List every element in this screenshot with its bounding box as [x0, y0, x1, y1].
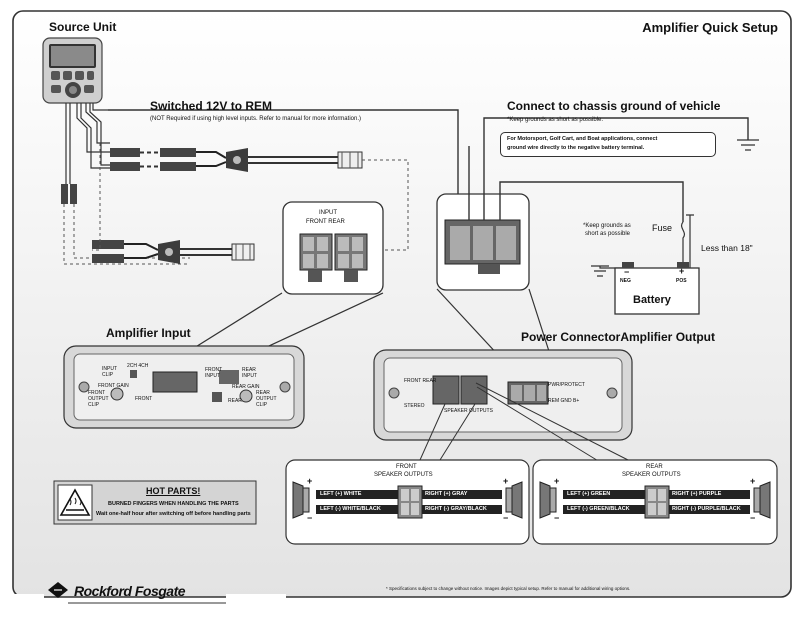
- battery-shape: [614, 267, 700, 315]
- input-callout-title: INPUT: [319, 210, 337, 216]
- battery-ground-note-1: *Keep grounds as: [583, 223, 631, 229]
- speaker-outputs-label: SPEAKER OUTPUTS: [444, 408, 493, 414]
- page-frame: [12, 10, 792, 598]
- rear-right-minus: −: [750, 513, 756, 523]
- front-outputs-panel: [285, 459, 530, 545]
- battery-pos-label: POS: [676, 278, 687, 284]
- hot-parts-line1: BURNED FINGERS WHEN HANDLING THE PARTS: [108, 501, 239, 507]
- fuse-distance-label: Less than 18": [701, 243, 753, 253]
- rear-outputs-title1: REAR: [646, 464, 663, 470]
- battery-ground-symbol: [591, 265, 609, 277]
- rear-right-pos-wire: RIGHT (+) PURPLE: [672, 491, 722, 497]
- input-callout-sub: FRONT REAR: [306, 219, 345, 225]
- rear-gain-label: REAR GAIN: [232, 384, 260, 390]
- rear-input-label: REAR INPUT: [242, 367, 257, 379]
- rear-left-plus: +: [554, 476, 560, 486]
- front-input-label: FRONT INPUT: [205, 367, 223, 379]
- rem-title: Switched 12V to REM: [150, 99, 273, 113]
- rear-lp-label: REAR: [228, 398, 242, 404]
- ground-info-line1: For Motorsport, Golf Cart, and Boat appl…: [507, 136, 658, 142]
- front-right-minus: −: [503, 513, 509, 523]
- front-outputs-title2: SPEAKER OUTPUTS: [374, 472, 433, 478]
- footer-note: * Specifications subject to change witho…: [386, 586, 631, 591]
- rca-cable-lower: [61, 184, 255, 265]
- hot-parts-title: HOT PARTS!: [146, 486, 201, 496]
- brand-wordmark: Rockford Fosgate: [74, 583, 186, 599]
- source-unit-image: [42, 37, 103, 104]
- rear-right-neg-wire: RIGHT (-) PURPLE/BLACK: [672, 506, 741, 512]
- battery-ground-note-2: short as possible: [585, 231, 631, 237]
- battery-plus-sign: +: [679, 266, 685, 276]
- input-callout: [282, 201, 384, 295]
- rem-note: (NOT Required if using high level inputs…: [150, 116, 361, 122]
- rear-left-neg-wire: LEFT (-) GREEN/BLACK: [567, 506, 630, 512]
- ground-info-line2: ground wire directly to the negative bat…: [507, 145, 645, 151]
- front-left-plus: +: [307, 476, 313, 486]
- front-right-plus: +: [503, 476, 509, 486]
- front-gain-label: FRONT GAIN: [98, 383, 129, 389]
- ground-note: *Keep grounds as short as possible.: [507, 117, 604, 123]
- front-left-minus: −: [307, 513, 313, 523]
- front-outputs-title1: FRONT: [396, 464, 417, 470]
- rear-left-pos-wire: LEFT (+) GREEN: [567, 491, 611, 497]
- page-title: Amplifier Quick Setup: [642, 20, 778, 35]
- rear-left-minus: −: [554, 513, 560, 523]
- rear-outputs-panel: [532, 459, 778, 545]
- rear-output-clip-label: REAR OUTPUT CLIP: [256, 390, 277, 408]
- amplifier-output-image: [373, 349, 633, 441]
- front-output-clip-label: FRONT OUTPUT CLIP: [88, 390, 109, 408]
- front-right-neg-wire: RIGHT (-) GRAY/BLACK: [425, 506, 487, 512]
- ground-symbol: [737, 139, 759, 151]
- fuse-label: Fuse: [652, 223, 673, 233]
- rca-cable-upper: [110, 148, 409, 251]
- brand-logo-mark: [48, 582, 68, 598]
- hot-parts-line2: Wait one-half hour after switching off b…: [96, 511, 251, 517]
- front-left-neg-wire: LEFT (-) WHITE/BLACK: [320, 506, 381, 512]
- front-right-pos-wire: RIGHT (+) GRAY: [425, 491, 468, 497]
- amplifier-input-image: [63, 345, 305, 429]
- source-unit-label: Source Unit: [49, 20, 117, 34]
- battery-label: Battery: [633, 294, 671, 306]
- battery-neg-label: NEG: [620, 278, 631, 284]
- input-clip-label: INPUT CLIP: [102, 366, 117, 378]
- power-output-heading: Power ConnectorAmplifier Output: [521, 330, 716, 344]
- front-left-pos-wire: LEFT (+) WHITE: [320, 491, 362, 497]
- ground-info-box: For Motorsport, Golf Cart, and Boat appl…: [500, 132, 716, 157]
- front-rear-label: FRONT REAR: [404, 378, 437, 384]
- stereo-label: STEREO: [404, 403, 425, 409]
- rear-right-plus: +: [750, 476, 756, 486]
- battery-minus-sign: −: [624, 267, 630, 277]
- amp-input-heading: Amplifier Input: [106, 326, 191, 340]
- ground-title: Connect to chassis ground of vehicle: [507, 99, 721, 113]
- rem-gnd-label: REM GND B+: [548, 398, 580, 404]
- protect-label: PWR/PROTECT: [548, 382, 585, 388]
- power-connector-callout: [436, 193, 530, 291]
- hot-parts-warning: [53, 480, 257, 525]
- rear-outputs-title2: SPEAKER OUTPUTS: [622, 472, 681, 478]
- channel-switch-label: 2CH 4CH: [127, 363, 149, 369]
- hot-surface-icon: [59, 488, 91, 516]
- front-lp-label: FRONT: [135, 396, 153, 402]
